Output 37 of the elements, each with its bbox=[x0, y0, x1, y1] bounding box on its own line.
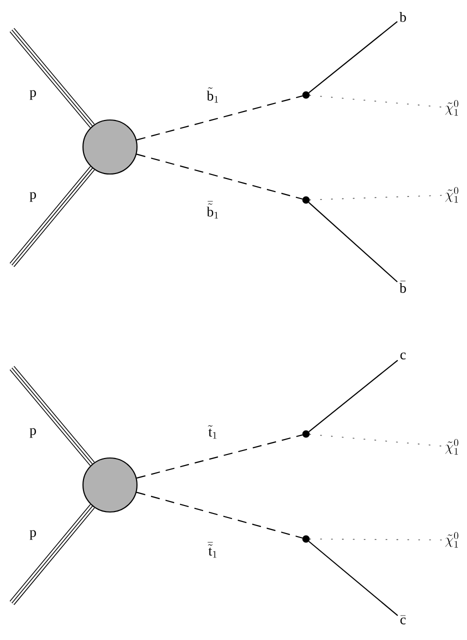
edge-label: $\bar{\tilde{\mathrm{t}}}_1$ bbox=[208, 542, 216, 558]
dotted-line bbox=[309, 194, 444, 200]
triple-line bbox=[10, 28, 95, 128]
dashed-line bbox=[136, 154, 303, 200]
vertex-dot bbox=[302, 91, 310, 99]
triple-line bbox=[10, 166, 95, 267]
solid-line bbox=[308, 540, 398, 616]
dashed-line bbox=[136, 492, 303, 539]
edge-label: p bbox=[30, 530, 36, 540]
dotted-line bbox=[309, 94, 444, 108]
particle-label: $\mathrm{c}$ bbox=[400, 352, 406, 360]
edge-label: p bbox=[30, 90, 36, 100]
particle-label: $\bar{\mathrm{c}}$ bbox=[400, 615, 406, 624]
solid-line bbox=[308, 360, 398, 432]
dashed-line bbox=[136, 434, 303, 479]
particle-label: $\tilde{\chi}_1^0$ bbox=[445, 439, 458, 455]
particle-label: $\tilde{\chi}_1^0$ bbox=[445, 100, 458, 116]
edge-label: p bbox=[30, 192, 36, 202]
particle-label: $\mathrm{b}$ bbox=[400, 12, 406, 22]
vertex-dot bbox=[302, 430, 310, 438]
vertex-dot bbox=[302, 196, 310, 204]
edge-label: $\tilde{\mathrm{t}}_1$ bbox=[208, 425, 216, 439]
dotted-line bbox=[309, 434, 444, 447]
dashed-line bbox=[136, 95, 303, 140]
solid-line bbox=[308, 202, 398, 282]
interaction-blob bbox=[82, 457, 138, 513]
edge-label: p bbox=[30, 428, 36, 438]
interaction-blob bbox=[82, 119, 138, 175]
particle-label: $\tilde{\chi}_1^0$ bbox=[445, 532, 458, 548]
particle-label: $\tilde{\chi}_1^0$ bbox=[445, 187, 458, 203]
vertex-dot bbox=[302, 535, 310, 543]
edge-label: $\bar{\tilde{\mathrm{b}}}_1$ bbox=[206, 201, 218, 219]
triple-line bbox=[10, 366, 95, 466]
triple-line bbox=[10, 504, 95, 605]
particle-label: $\bar{\mathrm{b}}$ bbox=[400, 280, 406, 293]
solid-line bbox=[308, 21, 398, 94]
edge-label: $\tilde{\mathrm{b}}_1$ bbox=[206, 87, 218, 103]
